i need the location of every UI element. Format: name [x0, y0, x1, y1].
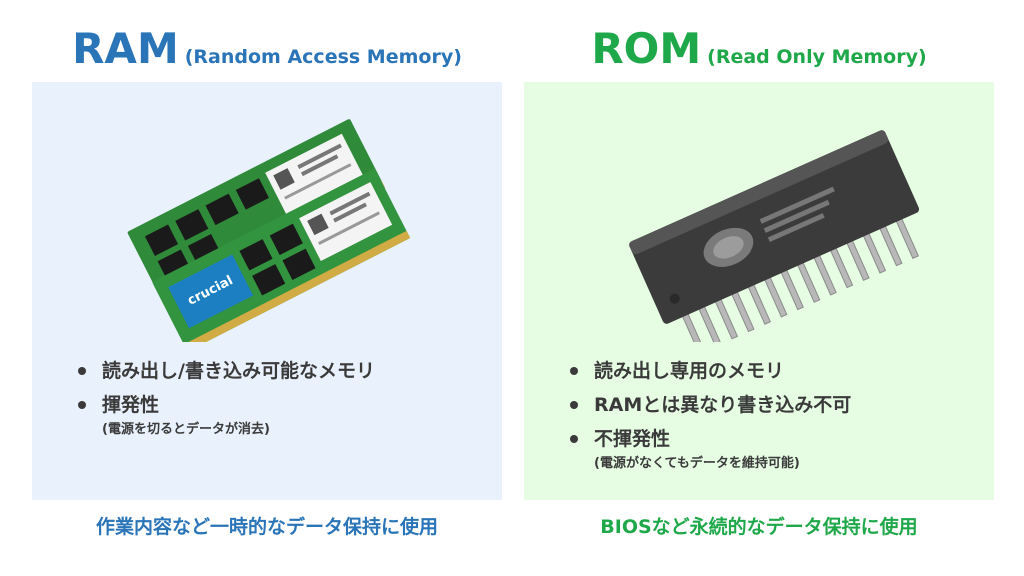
ram-title: RAM — [72, 24, 179, 73]
rom-bullet-list: 読み出し専用のメモリ RAMとは異なり書き込み不可 不揮発性 (電源がなくてもデー… — [564, 354, 851, 474]
rom-panel: 読み出し専用のメモリ RAMとは異なり書き込み不可 不揮発性 (電源がなくてもデー… — [524, 82, 994, 500]
ram-bullet-list: 読み出し/書き込み可能なメモリ 揮発性 (電源を切るとデータが消去) — [72, 354, 375, 440]
rom-column: ROM(Read Only Memory) — [524, 0, 994, 576]
rom-bullet-note: (電源がなくてもデータを維持可能) — [594, 456, 800, 471]
ram-module-icon: crucial — [127, 119, 411, 342]
rom-heading: ROM(Read Only Memory) — [524, 24, 994, 73]
list-item: 揮発性 (電源を切るとデータが消去) — [72, 388, 375, 440]
ram-bullet-text: 揮発性 — [102, 394, 160, 416]
ram-heading: RAM(Random Access Memory) — [32, 24, 502, 73]
ram-bullet-text: 読み出し/書き込み可能なメモリ — [102, 360, 375, 382]
list-item: 読み出し/書き込み可能なメモリ — [72, 354, 375, 388]
bullet-dot — [570, 435, 578, 443]
ram-subtitle: (Random Access Memory) — [184, 46, 462, 68]
rom-chip-icon — [629, 130, 920, 342]
rom-title: ROM — [591, 24, 702, 73]
bullet-dot — [78, 367, 86, 375]
rom-bullet-text: 不揮発性 — [594, 428, 671, 450]
ram-footer: 作業内容など一時的なデータ保持に使用 — [95, 516, 438, 538]
rom-subtitle: (Read Only Memory) — [707, 46, 927, 68]
rom-footer: BIOSなど永続的なデータ保持に使用 — [600, 516, 918, 538]
rom-bullet-text: RAMとは異なり書き込み不可 — [594, 394, 852, 416]
ram-column: RAM(Random Access Memory) — [32, 0, 502, 576]
bullet-dot — [570, 401, 578, 409]
list-item: 不揮発性 (電源がなくてもデータを維持可能) — [564, 422, 851, 474]
ram-bullet-note: (電源を切るとデータが消去) — [102, 422, 270, 437]
list-item: 読み出し専用のメモリ — [564, 354, 851, 388]
ram-panel: crucial 読み出し/書き込み可能なメモリ 揮発性 (電源を切るとデータが消去… — [32, 82, 502, 500]
bullet-dot — [78, 401, 86, 409]
list-item: RAMとは異なり書き込み不可 — [564, 388, 851, 422]
rom-bullet-text: 読み出し専用のメモリ — [594, 360, 785, 382]
bullet-dot — [570, 367, 578, 375]
